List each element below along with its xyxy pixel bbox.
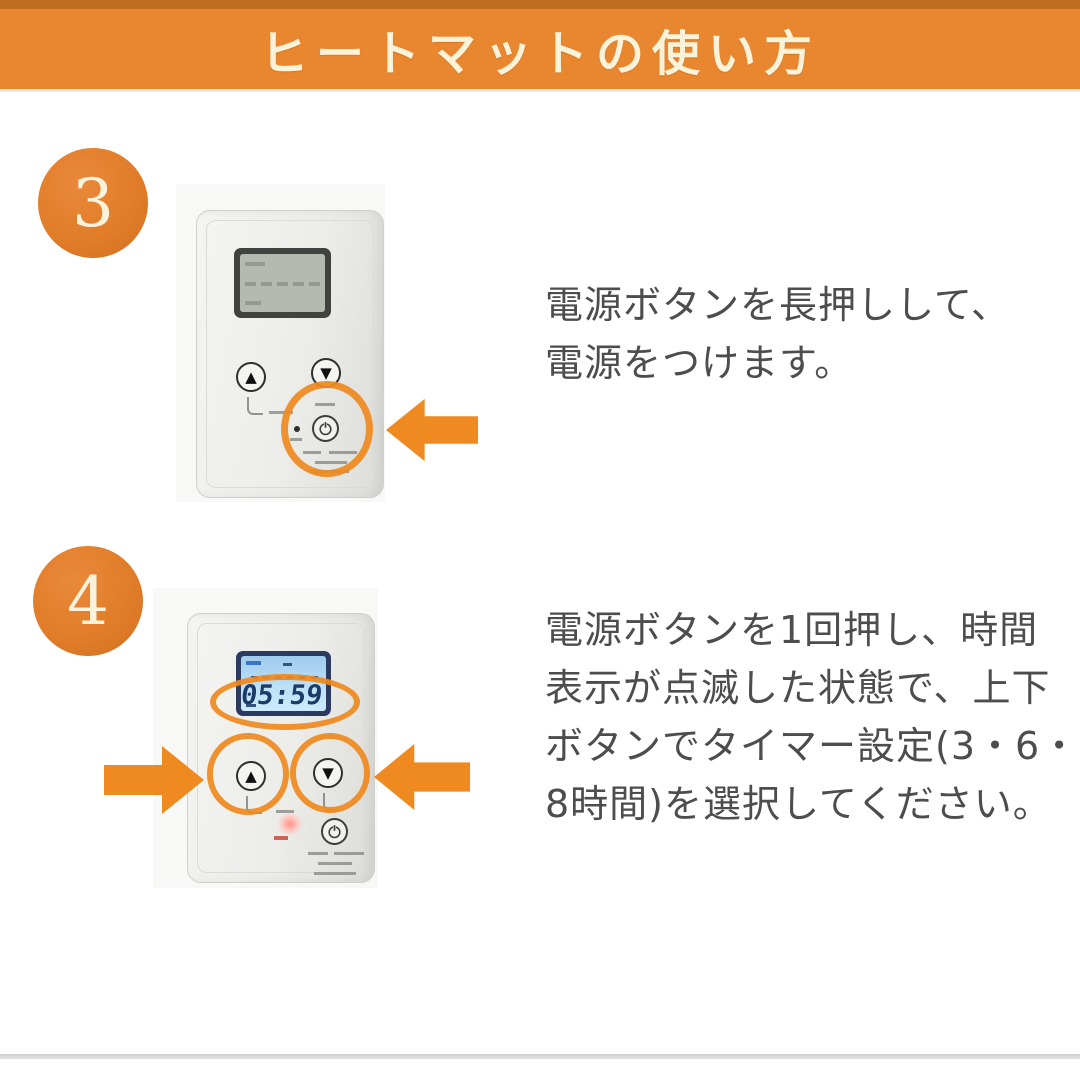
step-4-number-badge: 4 (33, 546, 143, 656)
lcd-screen (240, 254, 325, 312)
step-4-instructions: 電源ボタンを1回押し、時間 表示が点滅した状態で、上下 ボタンでタイマー設定(3… (545, 601, 1079, 833)
step-4-line-2: 表示が点滅した状態で、上下 (545, 666, 1051, 710)
lcd-status-mark (283, 663, 292, 666)
lcd-display-off (234, 248, 331, 318)
lcd-faint-text (245, 301, 261, 305)
bottom-divider (0, 1054, 1080, 1059)
step-3-number-badge: 3 (38, 148, 148, 258)
step-3-number: 3 (72, 164, 114, 242)
up-arrow-icon: ▲ (245, 367, 257, 386)
lcd-faint-text (245, 262, 265, 266)
down-arrow-icon: ▼ (320, 363, 332, 382)
arrow-pointing-to-up-button (104, 744, 204, 816)
up-button: ▲ (236, 362, 266, 392)
up-button-highlight-ring (207, 733, 289, 815)
power-button (321, 818, 348, 845)
step-4-line-4: 8時間)を選択してください。 (545, 782, 1052, 826)
led-indicator-lit (277, 814, 303, 834)
arrow-pointing-to-power-button (386, 397, 478, 463)
panel-marking (308, 852, 328, 855)
remote-control-off: ▲ ▼ (196, 210, 384, 498)
panel-marking (334, 852, 364, 855)
panel-marking (247, 397, 263, 415)
panel-marking (314, 872, 356, 875)
step-4-line-1: 電源ボタンを1回押し、時間 (545, 608, 1039, 652)
step-4-line-3: ボタンでタイマー設定(3・6・ (545, 724, 1080, 768)
lcd-faint-segments (245, 282, 321, 286)
banner-shadow (0, 89, 1080, 92)
step-3-line-2: 電源をつけます。 (545, 341, 854, 385)
led-label (274, 836, 288, 840)
page-title: ヒートマットの使い方 (259, 26, 820, 82)
timer-display-highlight-ring (210, 674, 360, 730)
panel-marking (318, 862, 352, 865)
arrow-pointing-to-down-button (374, 742, 470, 812)
panel-marking (269, 411, 293, 414)
header-banner: ヒートマットの使い方 (0, 9, 1080, 89)
power-icon (328, 824, 341, 839)
lcd-status-mark (246, 661, 261, 665)
step-3-line-1: 電源ボタンを長押しして、 (545, 283, 1010, 327)
remote-photo-step-4: 05:59 ▲ ▼ (153, 588, 378, 888)
panel-marking (276, 810, 294, 813)
step-4-number: 4 (67, 562, 109, 640)
banner-top-strip (0, 0, 1080, 9)
remote-photo-step-3: ▲ ▼ (176, 184, 385, 502)
down-button-highlight-ring (290, 733, 370, 813)
step-3-instructions: 電源ボタンを長押しして、 電源をつけます。 (545, 276, 1010, 392)
remote-panel-outline (206, 220, 374, 488)
power-button-highlight-ring (281, 381, 373, 477)
remote-panel-outline (197, 623, 365, 873)
